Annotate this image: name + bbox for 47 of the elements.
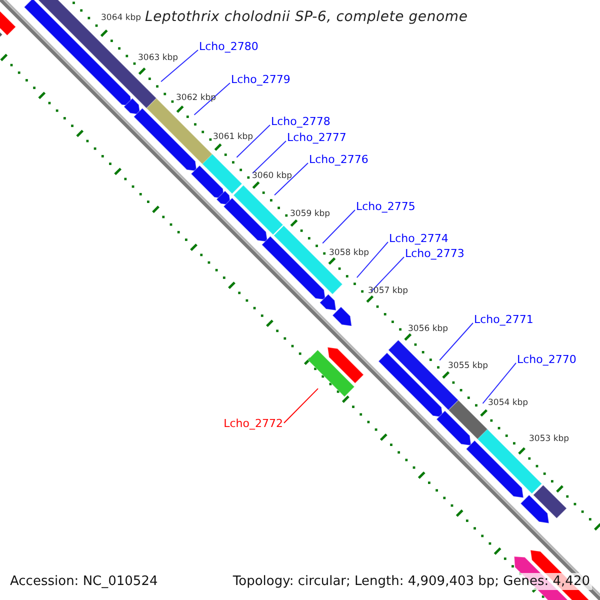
leader-line [252, 140, 286, 174]
gene-feature [327, 346, 364, 384]
leader-line [482, 362, 516, 404]
leader-line [322, 210, 356, 244]
gene-feature [436, 410, 472, 446]
leader-line [439, 322, 474, 361]
tick-label: 3053 kbp [529, 433, 570, 445]
leader-line [274, 162, 308, 196]
leader-line [284, 388, 319, 424]
leader-line [194, 82, 230, 116]
leader-line [236, 124, 270, 158]
gene-label: Lcho_2771 [474, 312, 534, 327]
gene-label: Lcho_2775 [356, 199, 416, 214]
gene-feature [378, 352, 444, 418]
gene-label: Lcho_2779 [231, 72, 290, 87]
tick-label: 3060 kbp [252, 170, 292, 182]
gene-feature [190, 164, 225, 200]
gene-label: Lcho_2780 [199, 39, 258, 54]
gene-feature [223, 197, 268, 242]
tick-label: 3059 kbp [290, 208, 330, 220]
tick-label: 3054 kbp [488, 397, 528, 409]
gene-feature [520, 494, 550, 524]
gene-label: Lcho_2773 [405, 246, 464, 261]
gene-label: Lcho_2772 [224, 416, 283, 431]
gene-label: Lcho_2777 [287, 130, 346, 145]
gene-feature [332, 306, 352, 326]
tick-label: 3056 kbp [408, 323, 448, 335]
title: Leptothrix cholodnii SP-6, complete genome [145, 8, 468, 26]
leader-line [160, 50, 198, 82]
tick-label: 3061 kbp [213, 131, 254, 143]
leader-line [356, 242, 388, 278]
gene-feature [123, 98, 141, 116]
tick-label: 3055 kbp [448, 360, 488, 372]
gene-feature [466, 440, 524, 498]
tick-label: 3063 kbp [138, 52, 178, 64]
gene-feature [261, 236, 326, 300]
genome-info-text: Topology: circular; Length: 4,909,403 bp; Genes: 4,420 [230, 573, 592, 590]
gene-label: Lcho_2770 [517, 352, 576, 367]
leader-line [370, 256, 404, 292]
gene-label: Lcho_2778 [271, 114, 330, 129]
gene-feature [133, 108, 198, 172]
tick-label: 3057 kbp [368, 285, 408, 297]
tick-label: 3064 kbp [101, 12, 142, 24]
gene-label: Lcho_2774 [389, 231, 448, 246]
tick-label: 3058 kbp [329, 247, 370, 259]
accession-text: Accession: NC_010524 [8, 573, 160, 590]
gene-label: Lcho_2776 [309, 152, 368, 167]
